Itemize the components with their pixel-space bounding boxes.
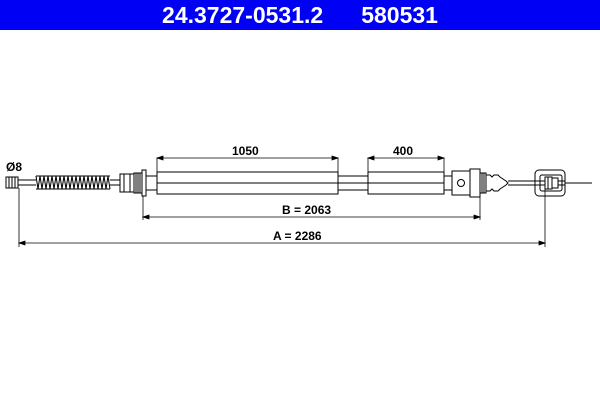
diameter-label: Ø8 — [6, 160, 22, 174]
title-bar: 24.3727-0531.2 580531 — [0, 0, 600, 30]
hex-nut — [119, 169, 147, 197]
spring — [35, 175, 111, 190]
dim-400-label: 400 — [393, 144, 413, 158]
left-end-fitting — [5, 176, 19, 189]
dim-B-label: B = 2063 — [282, 203, 331, 217]
right-end-eyelet — [534, 169, 566, 197]
part-number: 24.3727-0531.2 — [162, 1, 324, 28]
dim-A-label: A = 2286 — [273, 229, 322, 243]
mounting-bracket — [451, 168, 481, 198]
rubber-boot — [479, 172, 509, 194]
dim-1050-label: 1050 — [232, 144, 259, 158]
reference-number: 580531 — [361, 1, 438, 28]
